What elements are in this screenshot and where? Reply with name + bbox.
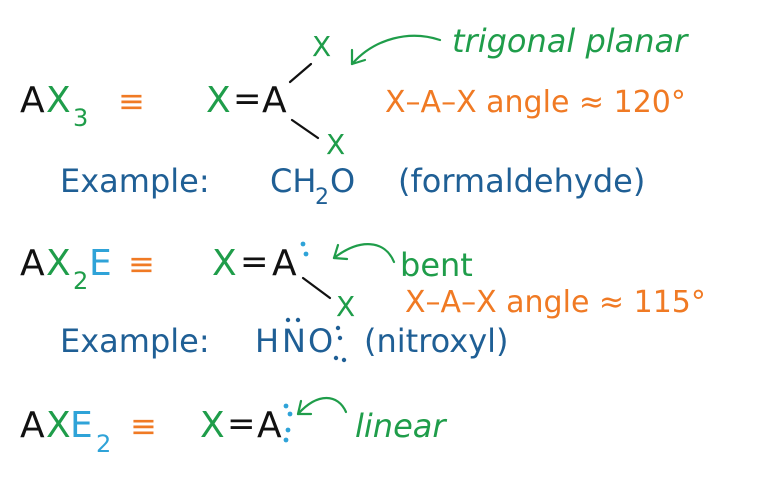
arrow-head-icon — [350, 48, 367, 66]
arrow-head-icon — [332, 243, 349, 261]
bond-bottom — [290, 118, 320, 140]
row-axe2: A X E 2 ≡ X = A linear — [20, 397, 447, 458]
curved-arrow-icon — [332, 243, 396, 264]
formula-x: X — [46, 405, 71, 446]
formula-e: E — [70, 405, 93, 446]
example-formula-o: O — [330, 162, 355, 200]
equivalence-sign: ≡ — [130, 407, 157, 445]
example-atom-n: N — [282, 322, 306, 360]
double-bond: = — [227, 404, 256, 444]
structure-x-top: X — [312, 30, 331, 63]
double-bond: = — [233, 79, 262, 119]
formula-a: A — [20, 405, 45, 446]
structure-center-atom: A — [272, 243, 297, 284]
bond-angle-120: X–A–X angle ≈ 120° — [385, 85, 686, 120]
formula-subscript: 3 — [73, 104, 88, 132]
example-formula-ch: CH — [270, 162, 316, 200]
formula-e: E — [89, 243, 112, 284]
row-ax2e: A X 2 E ≡ X = A X bent X–A–X angle ≈ 115… — [20, 241, 706, 363]
structure-center-atom: A — [257, 405, 282, 446]
example-name-formaldehyde: (formaldehyde) — [398, 162, 645, 200]
example-atom-o: O — [308, 322, 333, 360]
structure-x-bottom: X — [336, 290, 355, 323]
example-prefix: Example: — [60, 322, 210, 360]
formula-x: X — [46, 243, 71, 284]
example-atom-h: H — [255, 322, 279, 360]
structure-x-left: X — [212, 243, 237, 284]
shape-label-trigonal-planar: trigonal planar — [452, 22, 689, 60]
formula-a: A — [20, 80, 45, 121]
bond-angle-115: X–A–X angle ≈ 115° — [405, 285, 706, 320]
curved-arrow-icon — [350, 34, 442, 66]
structure-x-bottom: X — [326, 128, 345, 161]
lone-pair-dots-icon — [285, 317, 301, 323]
structure-center-atom: A — [262, 80, 287, 121]
shape-label-bent: bent — [400, 246, 473, 284]
lone-pair-dots-icon — [300, 241, 309, 257]
curved-arrow-icon — [296, 397, 348, 416]
bond-bottom — [301, 276, 332, 300]
lone-pair-dots-icon — [333, 325, 347, 363]
bond-top — [288, 62, 313, 84]
example-name-nitroxyl: (nitroxyl) — [364, 322, 509, 360]
example-formula-subscript: 2 — [315, 185, 329, 210]
equivalence-sign: ≡ — [128, 245, 155, 283]
arrow-head-icon — [296, 399, 313, 416]
example-prefix: Example: — [60, 162, 210, 200]
equivalence-sign: ≡ — [118, 82, 145, 120]
formula-subscript: 2 — [73, 267, 88, 295]
shape-label-linear: linear — [355, 407, 447, 445]
structure-x-left: X — [206, 80, 231, 121]
formula-x: X — [46, 80, 71, 121]
double-bond: = — [240, 242, 269, 282]
structure-x-left: X — [200, 405, 225, 446]
formula-a: A — [20, 243, 45, 284]
formula-subscript: 2 — [96, 430, 111, 458]
lone-pair-dots-icon — [283, 403, 293, 443]
row-ax3: A X 3 ≡ X = A X X trigonal planar X–A–X … — [20, 22, 689, 210]
